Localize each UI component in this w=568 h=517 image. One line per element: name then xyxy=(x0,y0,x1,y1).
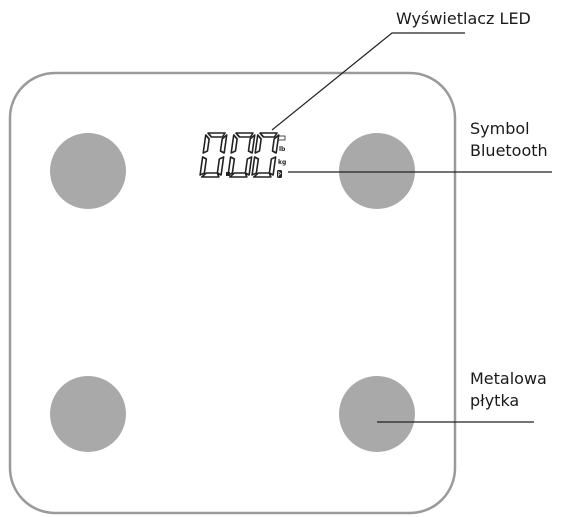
bluetooth-symbol-label-line-1: Symbol xyxy=(470,119,530,138)
led-display xyxy=(199,132,280,178)
metal-pad-top-left xyxy=(50,133,126,209)
led-digit-2 xyxy=(251,132,280,178)
led-digit-1 xyxy=(227,132,256,178)
metal-plate-label-line-1: Metalowa xyxy=(470,369,547,388)
unit-kg-label: kg xyxy=(278,159,286,166)
metal-plate-label-line-2: płytka xyxy=(470,391,520,410)
metal-pad-bottom-left xyxy=(50,376,126,452)
leader-led-display xyxy=(271,32,465,131)
metal-pad-bottom-right xyxy=(339,376,415,452)
bluetooth-icon xyxy=(277,170,282,178)
metal-pad-top-right xyxy=(339,133,415,209)
unit-lb-label: lb xyxy=(279,146,286,153)
bluetooth-symbol-label-line-2: Bluetooth xyxy=(470,141,548,160)
led-display-label: Wyświetlacz LED xyxy=(396,9,531,28)
battery-icon xyxy=(277,135,286,141)
led-digit-0 xyxy=(199,132,228,178)
leader-lines xyxy=(271,32,552,423)
